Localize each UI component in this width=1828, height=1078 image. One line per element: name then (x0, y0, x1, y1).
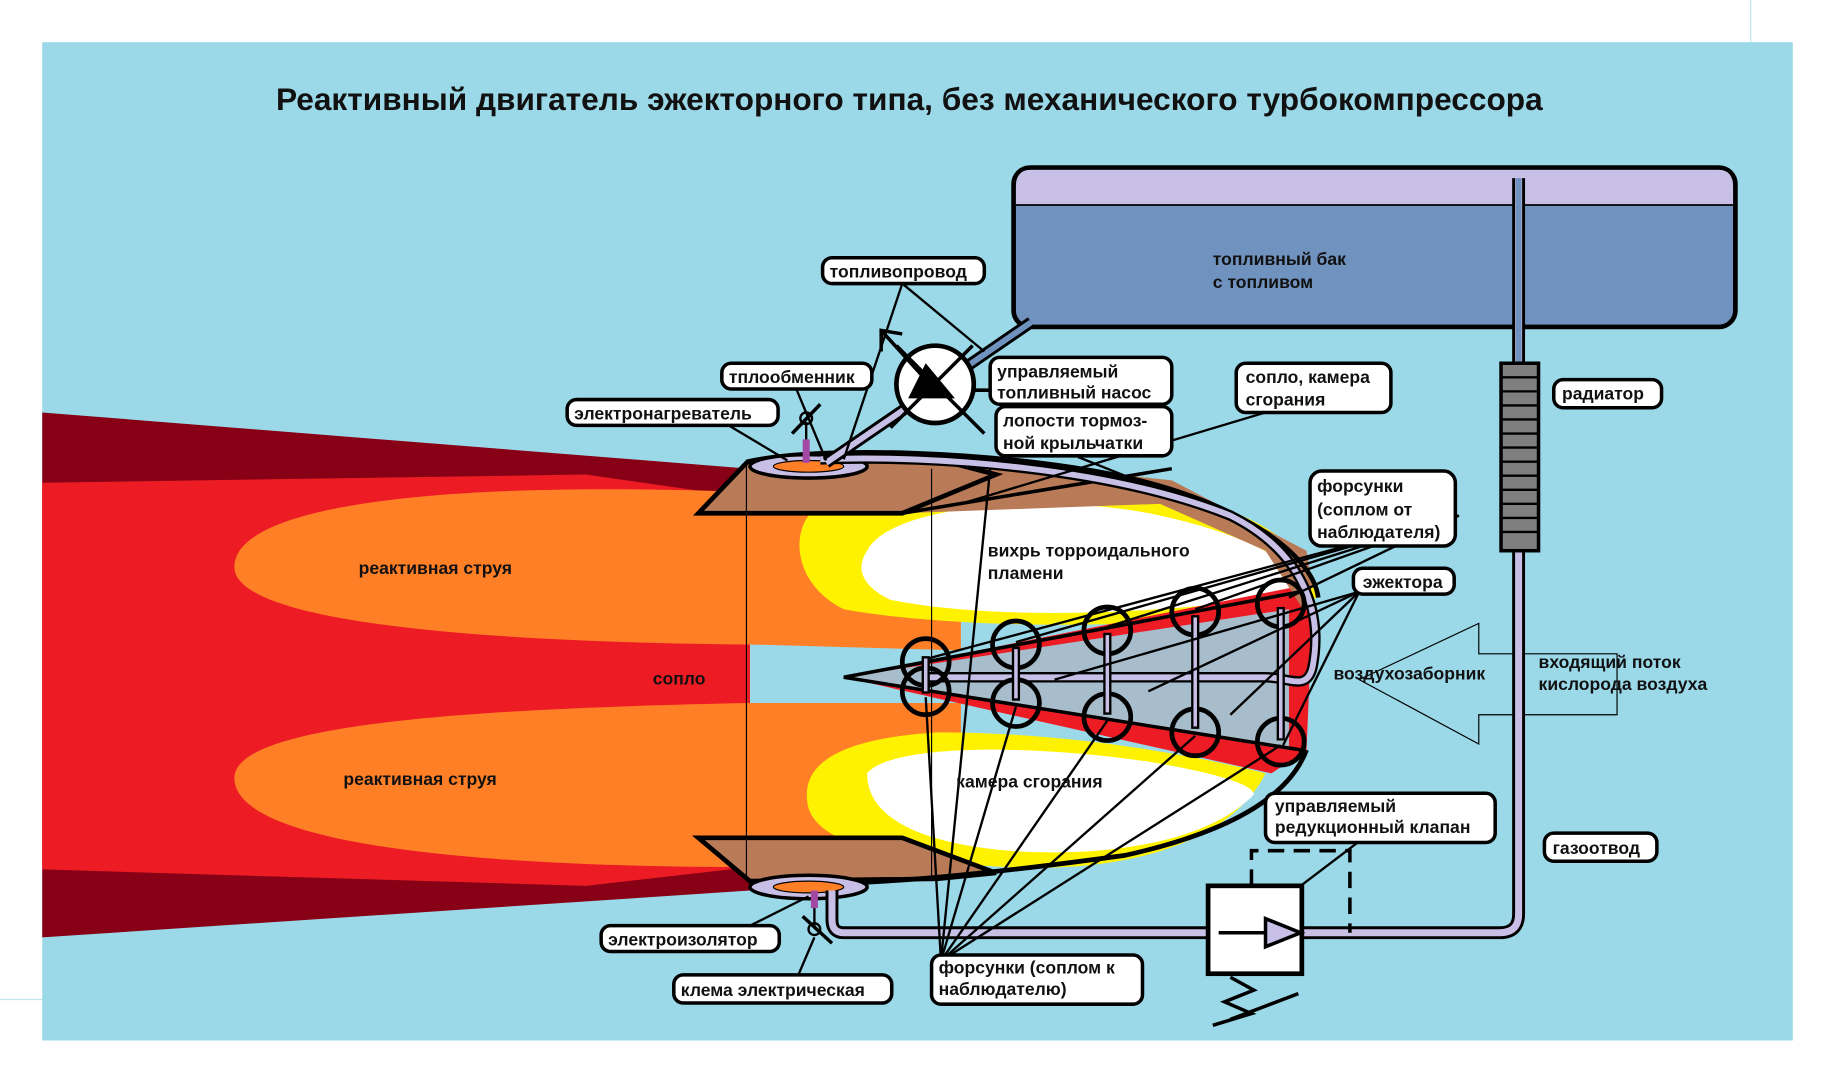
label-incoming-flow-1: входящий поток (1539, 652, 1681, 672)
fuel-tank-label-1: топливный бак (1213, 249, 1346, 269)
flame-white-bottom (867, 749, 1254, 853)
diagram-title: Реактивный двигатель эжекторного типа, б… (276, 81, 1543, 117)
svg-text:управляемый: управляемый (1275, 796, 1396, 816)
air-intake-arrow (1357, 622, 1618, 746)
svg-text:(соплом от: (соплом от (1317, 500, 1413, 520)
label-air-intake: воздухозаборник (1333, 664, 1485, 684)
label-combustion-chamber: камера сгорания (956, 771, 1102, 791)
electric-terminal-top (790, 403, 822, 463)
svg-text:тплообменник: тплообменник (729, 367, 855, 387)
svg-text:управляемый: управляемый (997, 361, 1118, 381)
label-jet-stream-top: реактивная струя (359, 558, 512, 578)
adjustable-arrow-icon (879, 329, 939, 394)
label-gas-outlet: газоотвод (1542, 831, 1659, 863)
label-incoming-flow-2: кислорода воздуха (1539, 674, 1708, 694)
radiator (1499, 361, 1541, 553)
label-injectors-from-observer: форсунки (соплом от наблюдателя) (1308, 469, 1458, 548)
adjust-arrow-icon (1229, 991, 1299, 1022)
fuel-manifold (820, 455, 1319, 685)
label-fuel-pump: управляемый топливный насос (988, 355, 1174, 407)
svg-text:электронагреватель: электронагреватель (574, 403, 752, 423)
electric-terminal-bottom (801, 890, 834, 945)
label-fuel-line: топливопровод (820, 256, 987, 286)
label-toroidal-vortex-2: пламени (988, 563, 1064, 583)
label-nozzle-chamber: сопло, камера сгорания (1234, 361, 1393, 415)
label-radiator: радиатор (1552, 377, 1664, 410)
svg-text:клема электрическая: клема электрическая (681, 980, 865, 1000)
label-reducing-valve: управляемый редукционный клапан (1263, 791, 1497, 845)
pump-triangle-icon (908, 363, 956, 399)
svg-text:лопости тормоз-: лопости тормоз- (1003, 411, 1147, 431)
svg-text:топливный насос: топливный насос (997, 382, 1151, 402)
reducing-valve (1205, 848, 1352, 1027)
svg-text:наблюдателю): наблюдателю) (939, 979, 1067, 999)
heater-element-bottom (772, 880, 845, 894)
label-heat-exchanger: тплообменник (720, 361, 874, 391)
svg-text:наблюдателя): наблюдателя) (1317, 522, 1440, 542)
svg-text:редукционный клапан: редукционный клапан (1275, 817, 1471, 837)
fuel-pump (879, 328, 997, 435)
label-jet-stream-bottom: реактивная струя (343, 769, 496, 789)
svg-text:эжектора: эжектора (1363, 572, 1443, 592)
fuel-tank (1011, 165, 1738, 330)
label-nozzle: сопло (653, 668, 706, 688)
svg-text:газоотвод: газоотвод (1553, 838, 1640, 858)
svg-text:радиатор: радиатор (1562, 384, 1644, 404)
svg-text:ной крыльчатки: ной крыльчатки (1003, 433, 1143, 453)
label-ejectors: эжектора (1351, 566, 1456, 596)
label-toroidal-vortex-1: вихрь торроидального (988, 541, 1190, 561)
svg-text:сопло, камера: сопло, камера (1246, 367, 1371, 387)
svg-text:топливопровод: топливопровод (830, 262, 967, 282)
gas-outlet-pipe (828, 178, 1523, 937)
label-electric-insulator: электроизолятор (599, 923, 782, 954)
jet-stream-bottom (234, 703, 961, 868)
label-brake-blades: лопости тормоз- ной крыльчатки (994, 404, 1174, 458)
fuel-tank-label-2: с топливом (1213, 272, 1313, 292)
label-electric-terminal: клема электрическая (672, 973, 894, 1005)
svg-text:сгорания: сгорания (1246, 389, 1326, 409)
jet-stream-top (234, 489, 961, 651)
label-electric-heater: электронагреватель (565, 397, 780, 428)
fuel-tank-air-space (1015, 169, 1734, 206)
svg-text:форсунки: форсунки (1317, 476, 1403, 496)
svg-text:электроизолятор: электроизолятор (608, 930, 757, 950)
svg-text:форсунки (соплом к: форсунки (соплом к (939, 958, 1115, 978)
label-injectors-to-observer: форсунки (соплом к наблюдателю) (929, 953, 1145, 1006)
